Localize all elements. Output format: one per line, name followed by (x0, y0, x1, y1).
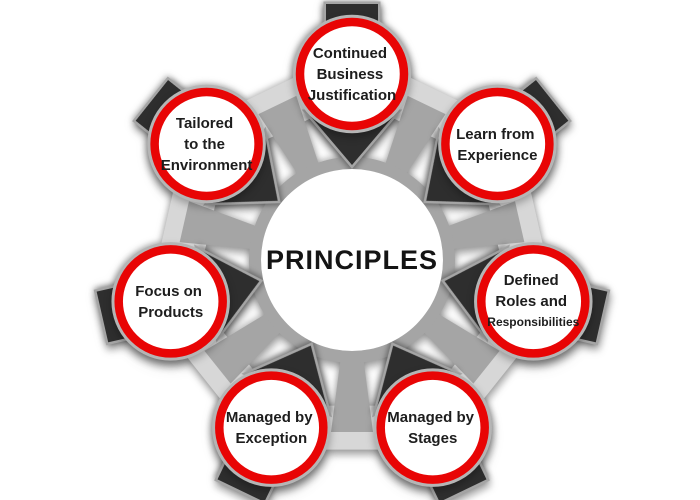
node-halo (111, 242, 230, 361)
node-circle (477, 245, 590, 358)
node-managed-by-exception: Managed by Exception (212, 368, 331, 487)
hub-circle (261, 169, 443, 351)
node-circle (441, 87, 554, 201)
hub-spoke (179, 201, 261, 250)
node-circle (114, 245, 227, 358)
hub-spoke (443, 201, 525, 250)
node-defined-roles-and-responsibilities: Defined Roles and Responsibilities (474, 242, 593, 361)
principle-label: Continued Business Justification (308, 45, 396, 104)
hub-spoke (420, 311, 500, 384)
node-circle (215, 371, 328, 484)
hub-label: PRINCIPLES (266, 245, 438, 275)
principle-label: Defined Roles and Responsibilities (487, 272, 579, 329)
node-tailored-to-the-environment: Tailored to the Environment (147, 84, 266, 204)
hub-spoke (204, 311, 284, 384)
node-halo (474, 242, 593, 361)
node-halo (438, 84, 557, 204)
node-circle (150, 87, 263, 201)
hub-spoke (258, 95, 321, 179)
principle-label: Tailored to the Environment (161, 115, 253, 174)
node-halo (212, 368, 331, 487)
hub-spokes (179, 95, 525, 432)
node-halo (147, 84, 266, 204)
hub-spoke (331, 356, 373, 432)
principle-label: Managed by Exception (226, 409, 317, 447)
principle-label: Learn from Experience (456, 126, 539, 164)
node-circle (376, 371, 489, 484)
principle-label: Managed by Stages (387, 409, 478, 447)
node-learn-from-experience: Learn from Experience (438, 84, 557, 204)
node-managed-by-stages: Managed by Stages (373, 368, 492, 487)
node-focus-on-products: Focus on Products (111, 242, 230, 361)
principle-label: Focus on Products (135, 283, 206, 321)
hub-spoke (383, 95, 446, 179)
node-circle (295, 17, 409, 131)
node-halo (292, 14, 412, 134)
node-continued-business-justification: Continued Business Justification (292, 14, 412, 134)
node-halo (373, 368, 492, 487)
principle-nodes: Continued Business Justification Learn f… (111, 14, 593, 487)
